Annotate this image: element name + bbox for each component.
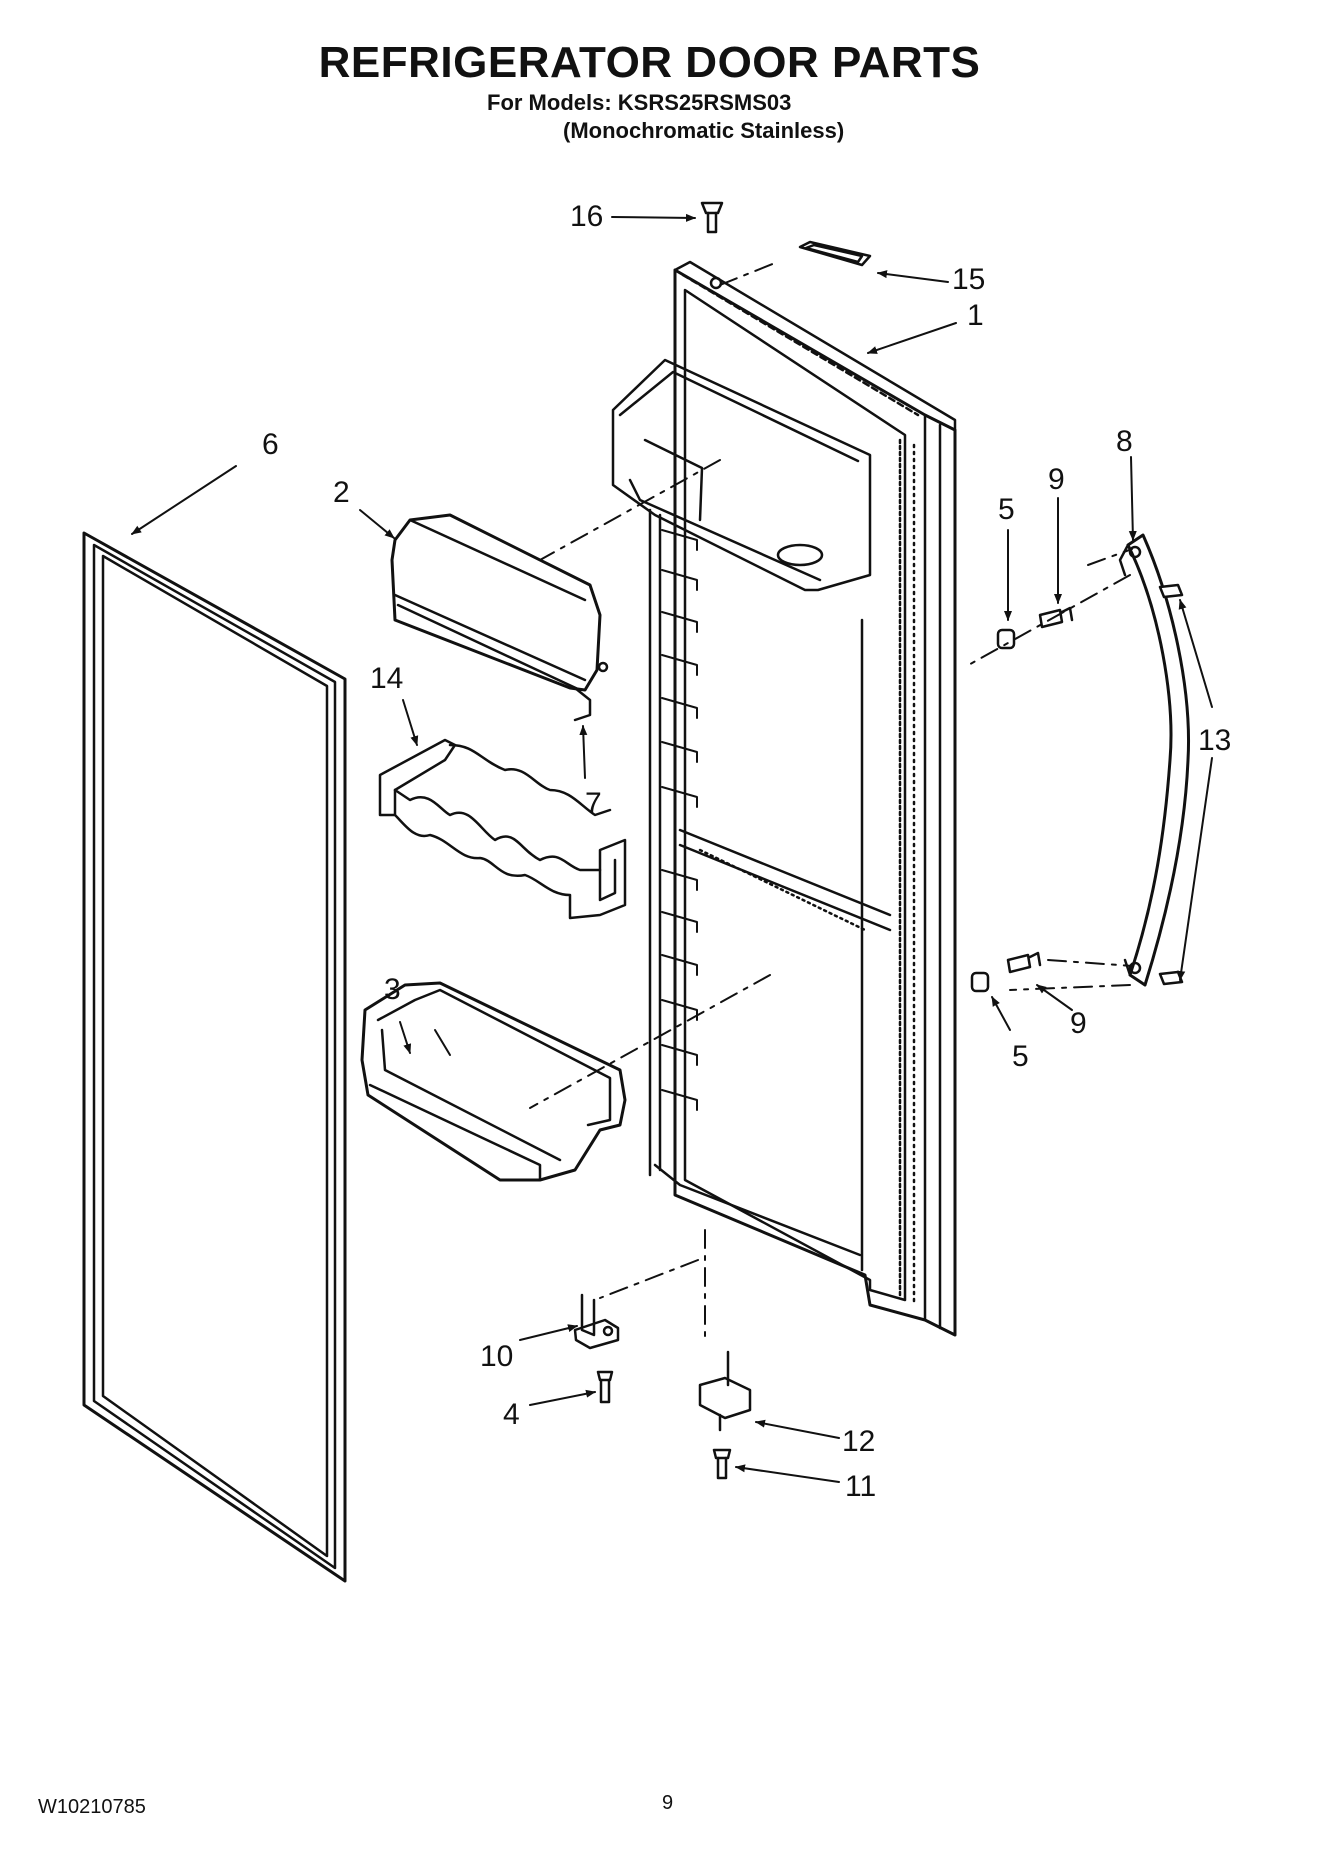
callout-9-upper: 9 <box>1048 463 1065 496</box>
callout-6: 6 <box>262 428 279 461</box>
finish-line: (Monochromatic Stainless) <box>563 118 845 143</box>
actuator-part <box>573 686 592 722</box>
handle-screw-part <box>1158 583 1184 986</box>
callout-5-lower: 5 <box>1012 1040 1029 1073</box>
callout-5-upper: 5 <box>998 493 1015 526</box>
callout-11: 11 <box>845 1470 877 1503</box>
callout-3: 3 <box>384 973 401 1006</box>
page-title: REFRIGERATOR DOOR PARTS <box>318 38 981 87</box>
page-number: 9 <box>662 1792 674 1814</box>
assembly-lines <box>529 262 1134 1341</box>
callout-4: 4 <box>503 1398 520 1431</box>
document-number: W10210785 <box>38 1796 146 1818</box>
models-line: For Models: KSRS25RSMS03 <box>487 90 792 115</box>
door-liner-part <box>611 260 957 1337</box>
callout-2: 2 <box>333 476 350 509</box>
plug-part <box>700 201 724 234</box>
screw-part <box>596 1370 614 1404</box>
callout-8: 8 <box>1116 425 1133 458</box>
spacer-part <box>970 628 1016 993</box>
callout-7: 7 <box>585 787 602 820</box>
leader-arrows <box>131 213 1213 1483</box>
door-handle-part <box>1118 533 1190 987</box>
bottle-rack-part <box>378 738 627 920</box>
dispenser-cover-part <box>390 513 609 722</box>
callout-12: 12 <box>842 1425 876 1458</box>
hinge-screw-part <box>712 1448 732 1480</box>
callout-15: 15 <box>952 263 986 296</box>
label-part <box>798 240 872 267</box>
callout-1: 1 <box>967 299 984 332</box>
lower-hinge-part <box>698 1350 752 1432</box>
door-gasket-part <box>82 531 347 1583</box>
callout-13: 13 <box>1198 724 1232 757</box>
callout-14: 14 <box>370 662 404 695</box>
hinge-bushing-part <box>573 1293 620 1350</box>
callout-9-lower: 9 <box>1070 1007 1087 1040</box>
door-bin-part <box>360 981 627 1182</box>
callout-10: 10 <box>480 1340 514 1373</box>
shoulder-bolt-part <box>1006 606 1074 974</box>
callout-16: 16 <box>570 200 604 233</box>
